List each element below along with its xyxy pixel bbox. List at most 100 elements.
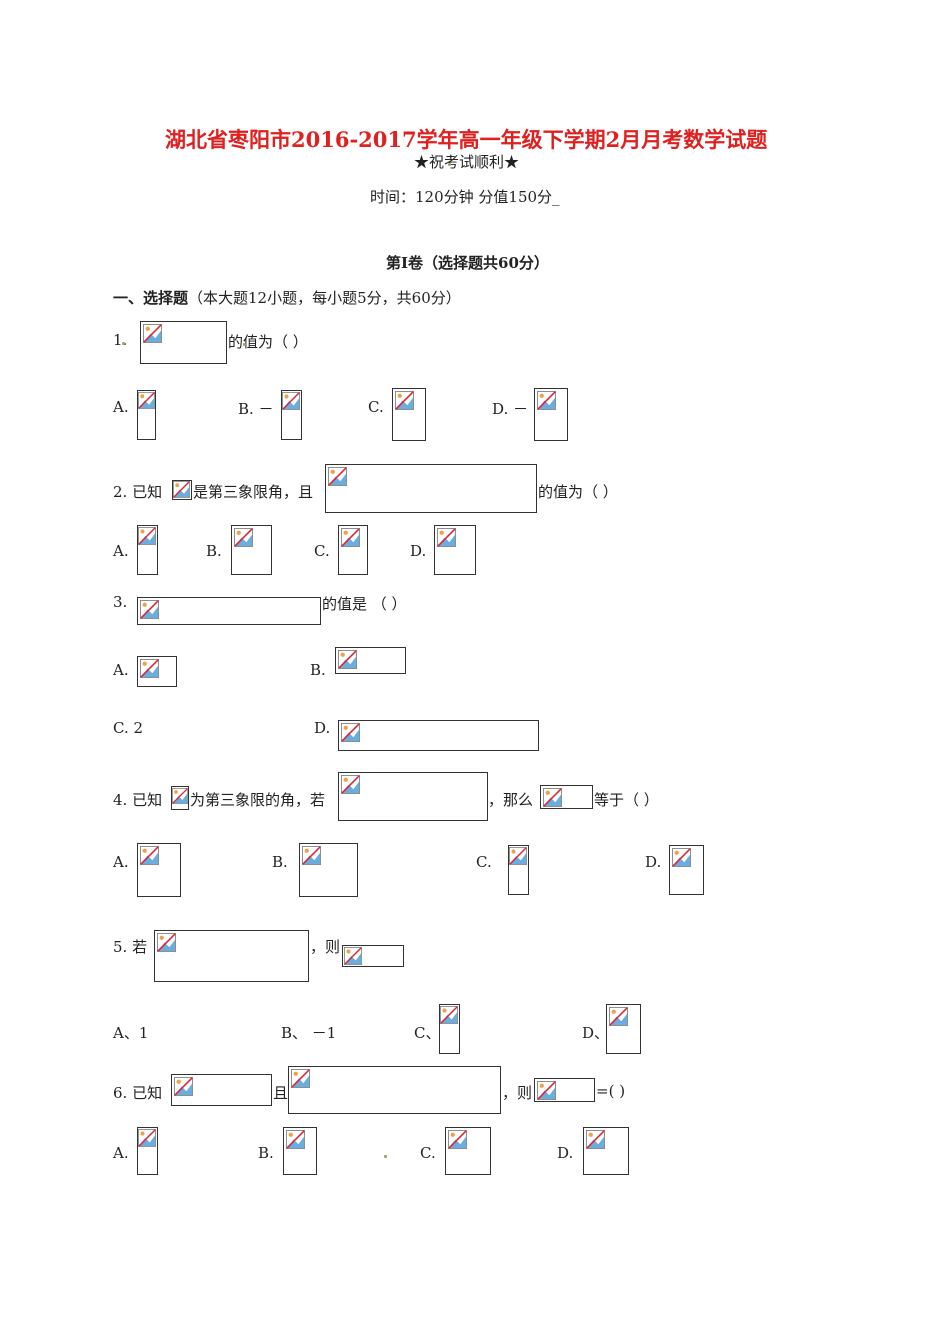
formula-image [434, 525, 476, 575]
formula-image [137, 843, 181, 897]
broken-image-icon [344, 947, 362, 965]
q2-option-c-label: C. [314, 542, 330, 560]
formula-image [283, 1127, 317, 1175]
broken-image-icon [140, 600, 159, 619]
broken-image-icon [341, 775, 360, 794]
question-4-text-3: 等于（ ） [594, 791, 659, 809]
formula-image [172, 480, 192, 500]
formula-image [171, 786, 189, 810]
question-4-number: 4. 已知 [113, 791, 163, 809]
question-5-text: ，则 [310, 938, 341, 956]
formula-image [288, 1066, 501, 1114]
q4-option-c-label: C. [476, 853, 492, 871]
formula-image [137, 597, 321, 625]
broken-image-icon [537, 1081, 556, 1100]
section-title: 一、选择题 [113, 289, 189, 307]
question-6-text-3: =( ) [596, 1082, 626, 1100]
formula-image [137, 390, 156, 440]
q1-option-d-label: D. － [492, 400, 529, 418]
broken-image-icon [448, 1130, 467, 1149]
q3-option-b-label: B. [310, 661, 326, 679]
broken-image-icon [543, 788, 562, 807]
q4-option-a-label: A. [113, 853, 129, 871]
formula-image [338, 772, 488, 821]
broken-image-icon [302, 846, 321, 865]
stray-dot [448, 163, 451, 166]
formula-image [171, 1074, 272, 1106]
broken-image-icon [138, 392, 155, 409]
broken-image-icon [609, 1007, 628, 1026]
broken-image-icon [672, 848, 691, 867]
q1-option-a-label: A. [113, 398, 129, 416]
question-5-number: 5. 若 [113, 938, 148, 956]
formula-image [335, 647, 406, 674]
formula-image [137, 1127, 158, 1175]
question-6-text-2: ，则 [502, 1084, 533, 1102]
stray-dot [243, 343, 246, 346]
broken-image-icon [338, 650, 357, 669]
formula-image [439, 1004, 460, 1054]
broken-image-icon [341, 723, 360, 742]
formula-image [534, 388, 568, 441]
question-4-text: 为第三象限的角，若 [190, 791, 326, 809]
broken-image-icon [138, 527, 156, 545]
broken-image-icon [437, 528, 456, 547]
q5-option-c-label: C、 [414, 1024, 441, 1042]
broken-image-icon [172, 788, 188, 804]
formula-image [445, 1127, 491, 1175]
broken-image-icon [138, 1129, 156, 1147]
broken-image-icon [341, 528, 360, 547]
stray-dot [384, 1155, 387, 1158]
q2-option-a-label: A. [113, 542, 129, 560]
formula-image [325, 464, 537, 513]
formula-image [154, 930, 309, 982]
question-1-number: 1. [113, 331, 128, 349]
formula-image [137, 656, 177, 687]
q5-option-a-label: A、1 [113, 1024, 149, 1042]
formula-image [540, 785, 593, 809]
q4-option-d-label: D. [645, 853, 662, 871]
q6-option-a-label: A. [113, 1144, 129, 1162]
broken-image-icon [286, 1130, 305, 1149]
broken-image-icon [328, 467, 347, 486]
question-2-text-end: 的值为（ ） [538, 483, 618, 501]
broken-image-icon [509, 847, 527, 865]
formula-image [583, 1127, 629, 1175]
broken-image-icon [234, 528, 253, 547]
q2-option-d-label: D. [410, 542, 427, 560]
broken-image-icon [173, 481, 190, 498]
formula-image [342, 945, 404, 967]
broken-image-icon [143, 324, 162, 343]
stray-dot [122, 342, 125, 345]
question-4-text-2: ，那么 [488, 791, 534, 809]
question-3-number: 3. [113, 593, 128, 611]
question-6-text: 且 [273, 1084, 289, 1102]
q6-option-d-label: D. [557, 1144, 574, 1162]
question-1-text: 的值为（ ） [228, 333, 308, 351]
broken-image-icon [157, 933, 176, 952]
broken-image-icon [140, 659, 159, 678]
broken-image-icon [282, 392, 300, 410]
formula-image [140, 321, 227, 364]
q1-option-b-label: B. － [238, 400, 274, 418]
formula-image [281, 390, 302, 440]
formula-image [606, 1004, 641, 1054]
q2-option-b-label: B. [206, 542, 222, 560]
q6-option-c-label: C. [420, 1144, 436, 1162]
broken-image-icon [440, 1006, 458, 1024]
q4-option-b-label: B. [272, 853, 288, 871]
formula-image [137, 525, 158, 575]
broken-image-icon [140, 846, 159, 865]
part-heading: 第Ⅰ卷（选择题共60分） [386, 254, 549, 272]
broken-image-icon [537, 391, 556, 410]
blessing-line: ★祝考试顺利★ [414, 153, 520, 171]
q3-option-a-label: A. [113, 661, 129, 679]
broken-image-icon [586, 1130, 605, 1149]
q5-option-d-label: D、 [582, 1024, 610, 1042]
formula-image [338, 525, 368, 575]
section-header: 一、选择题（本大题12小题，每小题5分，共60分） [113, 287, 461, 308]
q3-option-d-label: D. [314, 719, 331, 737]
q5-option-b-label: B、 －1 [281, 1024, 337, 1042]
page-title: 湖北省枣阳市2016-2017学年高一年级下学期2月月考数学试题 [165, 127, 768, 152]
section-note: （本大题12小题，每小题5分，共60分） [188, 289, 461, 307]
